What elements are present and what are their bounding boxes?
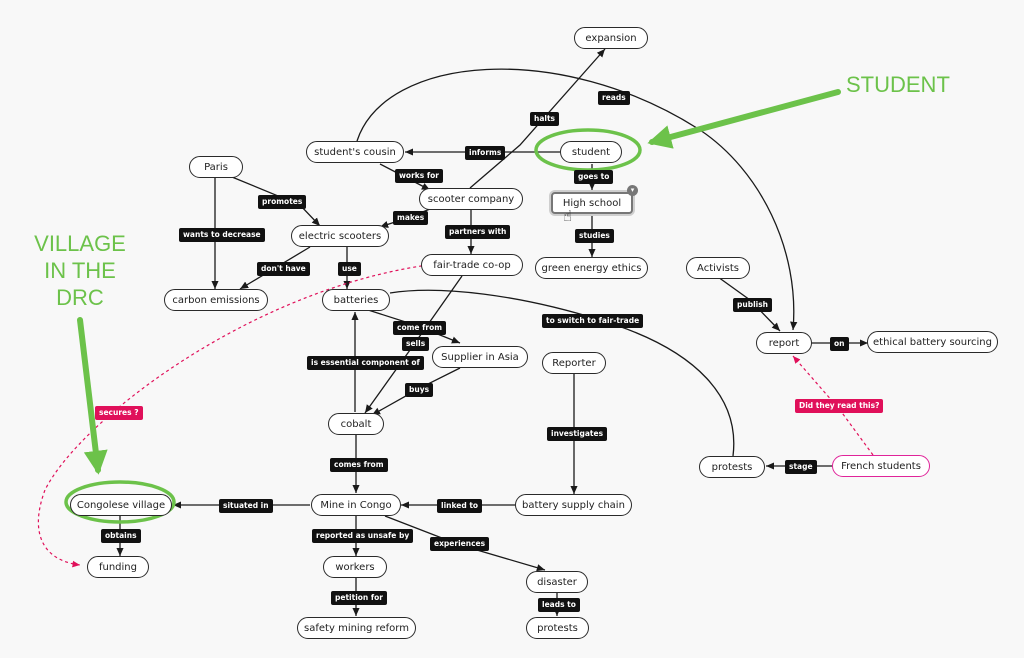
node-report[interactable]: report bbox=[756, 332, 812, 354]
village-highlight-ellipse bbox=[64, 480, 176, 524]
edge-label-leads-to[interactable]: leads to bbox=[538, 598, 580, 612]
edge-label-informs[interactable]: informs bbox=[465, 146, 506, 160]
edge-label-publish[interactable]: publish bbox=[733, 298, 773, 312]
edge-label-wants-to-decrease[interactable]: wants to decrease bbox=[179, 228, 265, 242]
student-annotation-label: STUDENT bbox=[846, 72, 950, 97]
village-annotation-label: VILLAGE IN THE DRC bbox=[34, 231, 126, 310]
village-pointer-arrow bbox=[77, 317, 108, 475]
edge-label-sells[interactable]: sells bbox=[402, 337, 430, 351]
node-workers[interactable]: workers bbox=[323, 556, 387, 578]
edge-label-works-for[interactable]: works for bbox=[395, 169, 443, 183]
edge-label-goes-to[interactable]: goes to bbox=[574, 170, 614, 184]
edge-label-dont-have[interactable]: don't have bbox=[257, 262, 310, 276]
edges bbox=[116, 48, 868, 616]
node-carbon-emissions[interactable]: carbon emissions bbox=[164, 289, 268, 311]
node-activists[interactable]: Activists bbox=[686, 257, 750, 279]
edge-label-did-they-read-this[interactable]: Did they read this? bbox=[795, 399, 884, 413]
edge-label-come-from-batteries[interactable]: come from bbox=[393, 321, 447, 335]
node-safety-mining-reform[interactable]: safety mining reform bbox=[297, 617, 416, 639]
edge-label-reads[interactable]: reads bbox=[598, 91, 630, 105]
edge-label-studies[interactable]: studies bbox=[575, 229, 614, 243]
node-high-school[interactable]: High school bbox=[551, 192, 633, 214]
node-green-energy-ethics[interactable]: green energy ethics bbox=[535, 257, 648, 279]
highlights bbox=[64, 89, 841, 524]
node-paris[interactable]: Paris bbox=[189, 156, 243, 178]
node-electric-scooters[interactable]: electric scooters bbox=[291, 225, 389, 247]
edge-label-buys[interactable]: buys bbox=[405, 383, 434, 397]
node-students-cousin[interactable]: student's cousin bbox=[306, 141, 404, 163]
edge-label-on[interactable]: on bbox=[830, 337, 849, 351]
node-congolese-village[interactable]: Congolese village bbox=[70, 494, 172, 516]
edge-label-experiences[interactable]: experiences bbox=[430, 537, 490, 551]
edge-label-investigates[interactable]: investigates bbox=[547, 427, 608, 441]
edge-label-stage[interactable]: stage bbox=[785, 460, 817, 474]
node-french-students[interactable]: French students bbox=[832, 455, 930, 477]
node-funding[interactable]: funding bbox=[87, 556, 149, 578]
edge-scooter-halts-expansion bbox=[469, 48, 606, 189]
student-pointer-arrow bbox=[647, 89, 841, 149]
node-disaster[interactable]: disaster bbox=[526, 571, 588, 593]
node-student[interactable]: student bbox=[560, 141, 622, 163]
edge-label-makes[interactable]: makes bbox=[393, 211, 429, 225]
edge-cousin-reads-report bbox=[356, 68, 798, 331]
edge-label-partners-with[interactable]: partners with bbox=[445, 225, 511, 239]
edge-label-petition-for[interactable]: petition for bbox=[331, 591, 387, 605]
edge-label-situated-in[interactable]: situated in bbox=[219, 499, 273, 513]
node-battery-supply-chain[interactable]: battery supply chain bbox=[515, 494, 632, 516]
edge-label-halts[interactable]: halts bbox=[530, 112, 560, 126]
expand-chevron-icon[interactable]: ▾ bbox=[627, 185, 638, 196]
node-cobalt[interactable]: cobalt bbox=[328, 413, 384, 435]
node-ethical-battery-sourcing[interactable]: ethical battery sourcing bbox=[867, 331, 998, 353]
node-supplier-in-asia[interactable]: Supplier in Asia bbox=[432, 346, 528, 368]
edge-label-promotes[interactable]: promotes bbox=[258, 195, 307, 209]
edge-label-comes-from[interactable]: comes from bbox=[330, 458, 388, 472]
edge-label-to-switch-to-fair-trade[interactable]: to switch to fair-trade bbox=[542, 314, 644, 328]
node-expansion[interactable]: expansion bbox=[574, 27, 648, 49]
node-batteries[interactable]: batteries bbox=[322, 289, 390, 311]
node-scooter-company[interactable]: scooter company bbox=[419, 188, 523, 210]
edge-coop-secures-funding bbox=[37, 264, 429, 568]
hand-cursor-icon: ☝ bbox=[563, 207, 573, 225]
edge-label-is-essential-component-of[interactable]: is essential component of bbox=[307, 356, 424, 370]
edge-label-secures[interactable]: secures ? bbox=[95, 406, 143, 420]
node-protests-bottom[interactable]: protests bbox=[526, 617, 589, 639]
node-reporter[interactable]: Reporter bbox=[542, 352, 606, 374]
edge-label-linked-to[interactable]: linked to bbox=[437, 499, 483, 513]
edge-label-use[interactable]: use bbox=[338, 262, 361, 276]
node-mine-in-congo[interactable]: Mine in Congo bbox=[311, 494, 401, 516]
node-fair-trade-coop[interactable]: fair-trade co-op bbox=[421, 254, 523, 276]
edge-label-reported-as-unsafe-by[interactable]: reported as unsafe by bbox=[312, 529, 414, 543]
edge-label-obtains[interactable]: obtains bbox=[101, 529, 141, 543]
node-protests-right[interactable]: protests bbox=[699, 456, 765, 478]
